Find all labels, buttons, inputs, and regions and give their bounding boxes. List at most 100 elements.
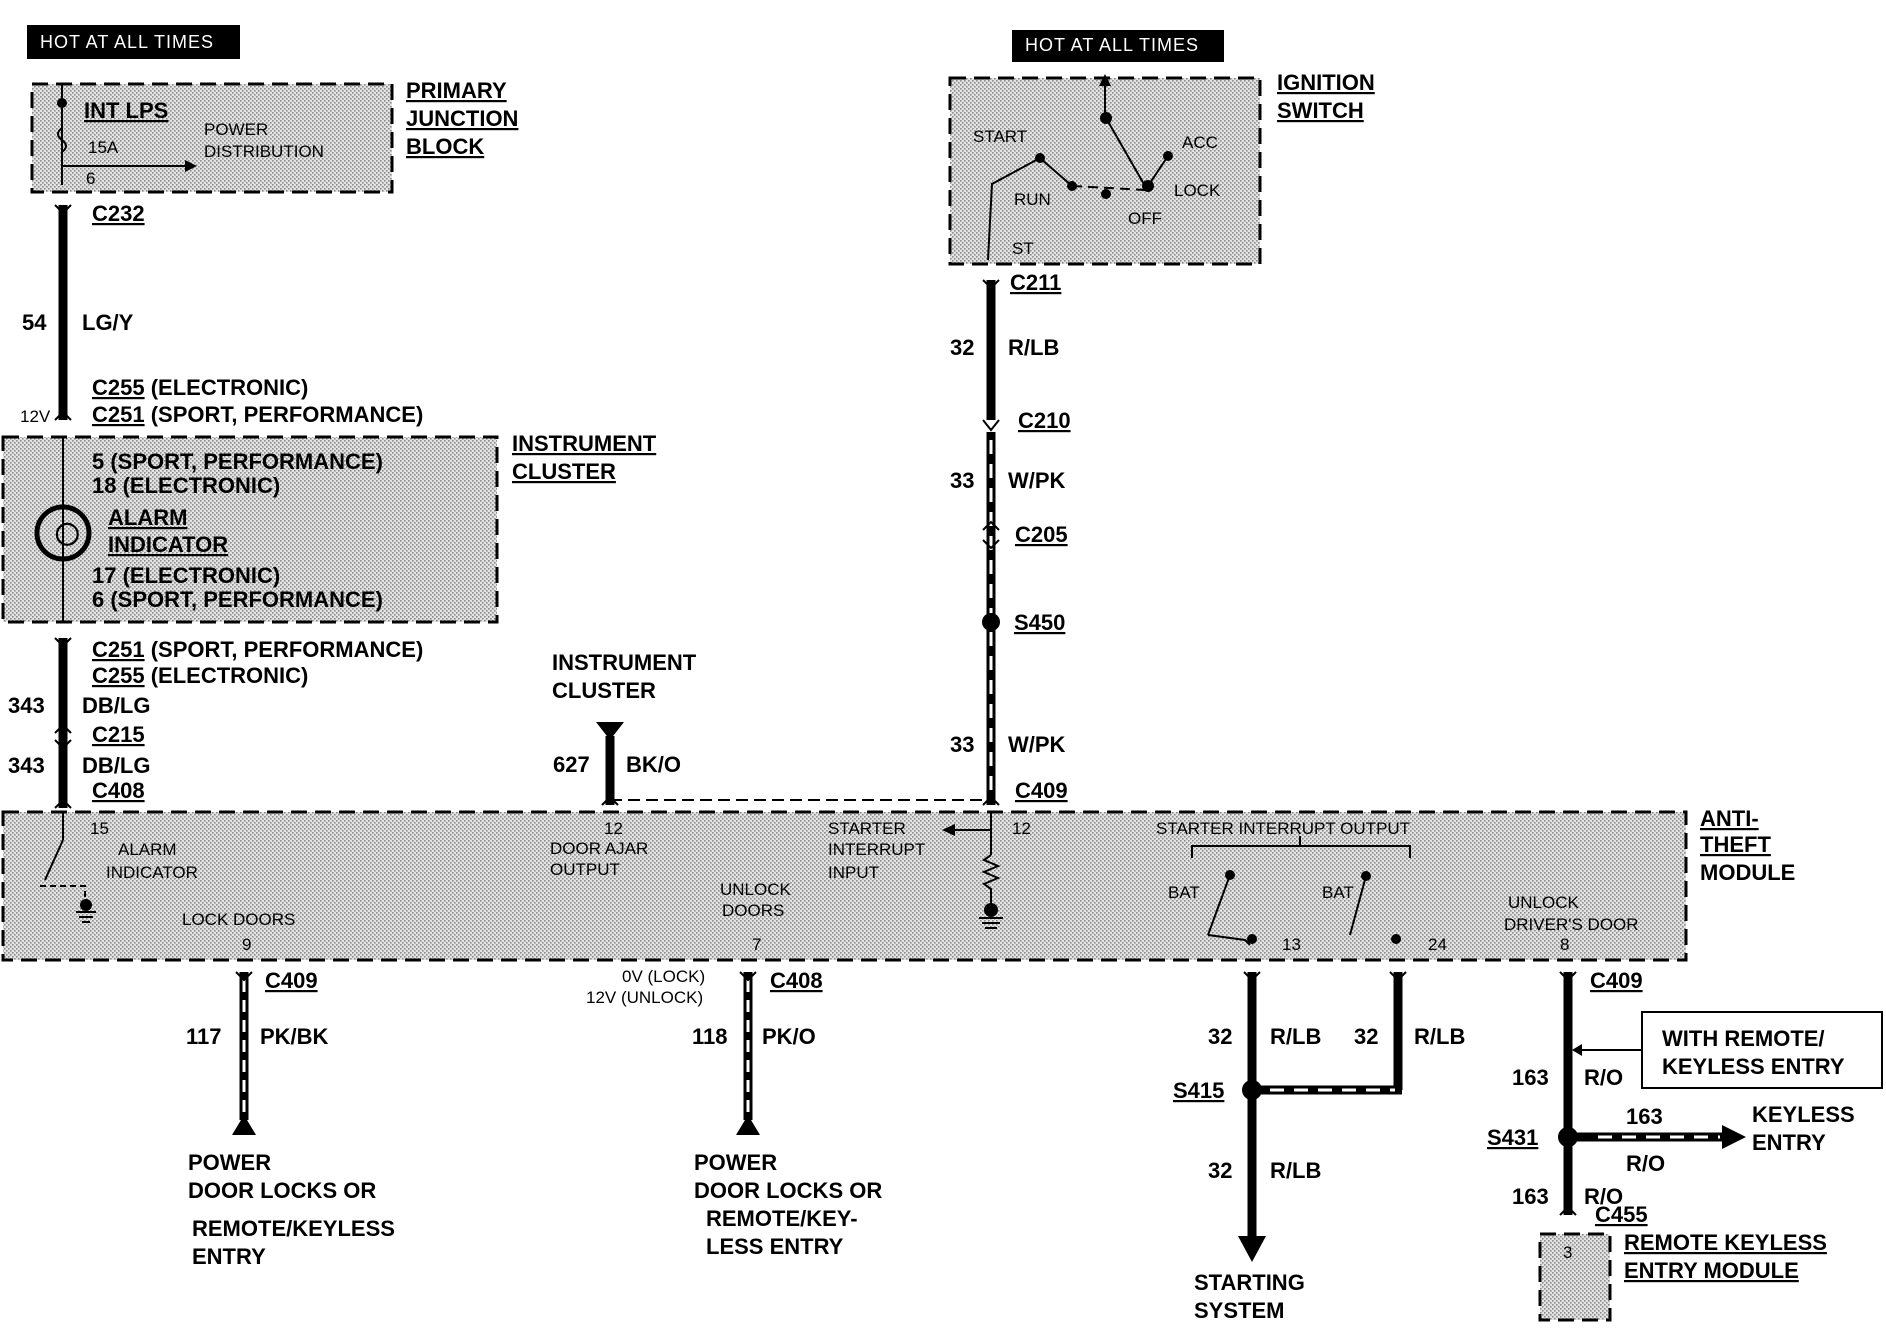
c408-top-label: C408 — [92, 778, 145, 803]
c205-label: C205 — [1015, 522, 1068, 547]
w343a-col: DB/LG — [82, 693, 150, 718]
atm-pin15: 15 — [90, 819, 109, 838]
atm-alarm-1: ALARM — [118, 840, 177, 859]
w118-col: PK/O — [762, 1024, 816, 1049]
atm-pin12a: 12 — [604, 819, 623, 838]
ign-lock: LOCK — [1174, 181, 1221, 200]
c210-label: C210 — [1018, 408, 1071, 433]
ign-st: ST — [1012, 239, 1034, 258]
atm-pin9: 9 — [242, 935, 251, 954]
c255-top: C255 (ELECTRONIC) — [92, 375, 308, 400]
cluster-title-2: CLUSTER — [512, 459, 616, 484]
atm-lock-doors: LOCK DOORS — [182, 910, 295, 929]
s431-label: S431 — [1487, 1125, 1538, 1150]
v12-label: 12V — [20, 407, 51, 426]
ic-ref-1: INSTRUMENT — [552, 650, 697, 675]
w343b-col: DB/LG — [82, 753, 150, 778]
atm-sio: STARTER INTERRUPT OUTPUT — [1156, 819, 1410, 838]
w163b-num: 163 — [1626, 1104, 1663, 1129]
pjb-title-2: JUNCTION — [406, 106, 518, 131]
c455-label: C455 — [1595, 1202, 1648, 1227]
w163c-num: 163 — [1512, 1184, 1549, 1209]
power-dist-2: DISTRIBUTION — [204, 142, 324, 161]
pdl1-4: ENTRY — [192, 1244, 266, 1269]
ic-pin18: 18 (ELECTRONIC) — [92, 473, 280, 498]
w32d-num: 32 — [1208, 1158, 1232, 1183]
c232-label: C232 — [92, 201, 145, 226]
s415-splice — [1242, 1080, 1262, 1100]
atm-unlock-drv-1: UNLOCK — [1508, 893, 1580, 912]
pdl1-1: POWER — [188, 1150, 271, 1175]
atm-door-ajar-2: OUTPUT — [550, 860, 620, 879]
atm-pin24: 24 — [1428, 935, 1447, 954]
c211-label: C211 — [1010, 270, 1061, 295]
w627-col: BK/O — [626, 752, 681, 777]
hot-tag-left-text: HOT AT ALL TIMES — [40, 32, 214, 52]
w33a-col: W/PK — [1008, 468, 1066, 493]
atm-si-2: INTERRUPT — [828, 840, 925, 859]
ic-ref-2: CLUSTER — [552, 678, 656, 703]
hot-tag-left — [27, 25, 240, 59]
c215-label: C215 — [92, 722, 145, 747]
w32b-col: R/LB — [1270, 1024, 1321, 1049]
w32b-num: 32 — [1208, 1024, 1232, 1049]
int-lps-label: INT LPS — [84, 98, 168, 123]
pdl2-2: DOOR LOCKS OR — [694, 1178, 882, 1203]
ic-pin17: 17 (ELECTRONIC) — [92, 563, 280, 588]
w32d-col: R/LB — [1270, 1158, 1321, 1183]
ign-acc: ACC — [1182, 133, 1218, 152]
w32c-num: 32 — [1354, 1024, 1378, 1049]
ic-pin6: 6 (SPORT, PERFORMANCE) — [92, 587, 383, 612]
pjb-pin: 6 — [86, 169, 95, 188]
anti-theft-module — [1, 810, 1688, 962]
ic-alarm-2: INDICATOR — [108, 532, 228, 557]
start-sys-2: SYSTEM — [1194, 1298, 1284, 1323]
w32a-num: 32 — [950, 335, 974, 360]
atm-pin7: 7 — [752, 935, 761, 954]
w163a-col: R/O — [1584, 1065, 1623, 1090]
start-sys-1: STARTING — [1194, 1270, 1305, 1295]
w32c-col: R/LB — [1414, 1024, 1465, 1049]
atm-si-1: STARTER — [828, 819, 906, 838]
primary-junction-block — [30, 82, 394, 194]
hot-tag-right — [1012, 30, 1224, 62]
w33a-num: 33 — [950, 468, 974, 493]
w343b-num: 343 — [8, 753, 45, 778]
ign-title-2: SWITCH — [1277, 98, 1364, 123]
fuse-label: 15A — [88, 138, 119, 157]
c251-top: C251 (SPORT, PERFORMANCE) — [92, 402, 423, 427]
ic-pin5: 5 (SPORT, PERFORMANCE) — [92, 449, 383, 474]
w33b-num: 33 — [950, 732, 974, 757]
w627-num: 627 — [553, 752, 590, 777]
atm-unlock-1: UNLOCK — [720, 880, 792, 899]
w33b-col: W/PK — [1008, 732, 1066, 757]
c409-br-label: C409 — [1590, 968, 1643, 993]
power-dist-1: POWER — [204, 120, 268, 139]
atm-unlock-drv-2: DRIVER'S DOOR — [1504, 915, 1639, 934]
rkem-pin: 3 — [1563, 1243, 1572, 1262]
ign-title-1: IGNITION — [1277, 70, 1375, 95]
rkem-1: REMOTE KEYLESS — [1624, 1230, 1827, 1255]
w343a-num: 343 — [8, 693, 45, 718]
s415-label: S415 — [1173, 1078, 1224, 1103]
atm-door-ajar-1: DOOR AJAR — [550, 839, 648, 858]
w163c-col: R/O — [1584, 1184, 1623, 1209]
with-note-1: WITH REMOTE/ — [1662, 1026, 1825, 1051]
c255-bot: C255 (ELECTRONIC) — [92, 663, 308, 688]
s450-label: S450 — [1014, 610, 1065, 635]
atm-alarm-2: INDICATOR — [106, 863, 198, 882]
cluster-title-1: INSTRUMENT — [512, 431, 657, 456]
w32a-col: R/LB — [1008, 335, 1059, 360]
ic-alarm-1: ALARM — [108, 505, 187, 530]
atm-si-3: INPUT — [828, 863, 879, 882]
w54-col: LG/Y — [82, 310, 134, 335]
w117-col: PK/BK — [260, 1024, 329, 1049]
c409-bl-label: C409 — [265, 968, 318, 993]
pjb-title-3: BLOCK — [406, 134, 484, 159]
c408-bm-label: C408 — [770, 968, 823, 993]
c251-bot: C251 (SPORT, PERFORMANCE) — [92, 637, 423, 662]
pdl2-4: LESS ENTRY — [706, 1234, 844, 1259]
s450-splice — [982, 613, 1000, 631]
w163b-col: R/O — [1626, 1151, 1665, 1176]
